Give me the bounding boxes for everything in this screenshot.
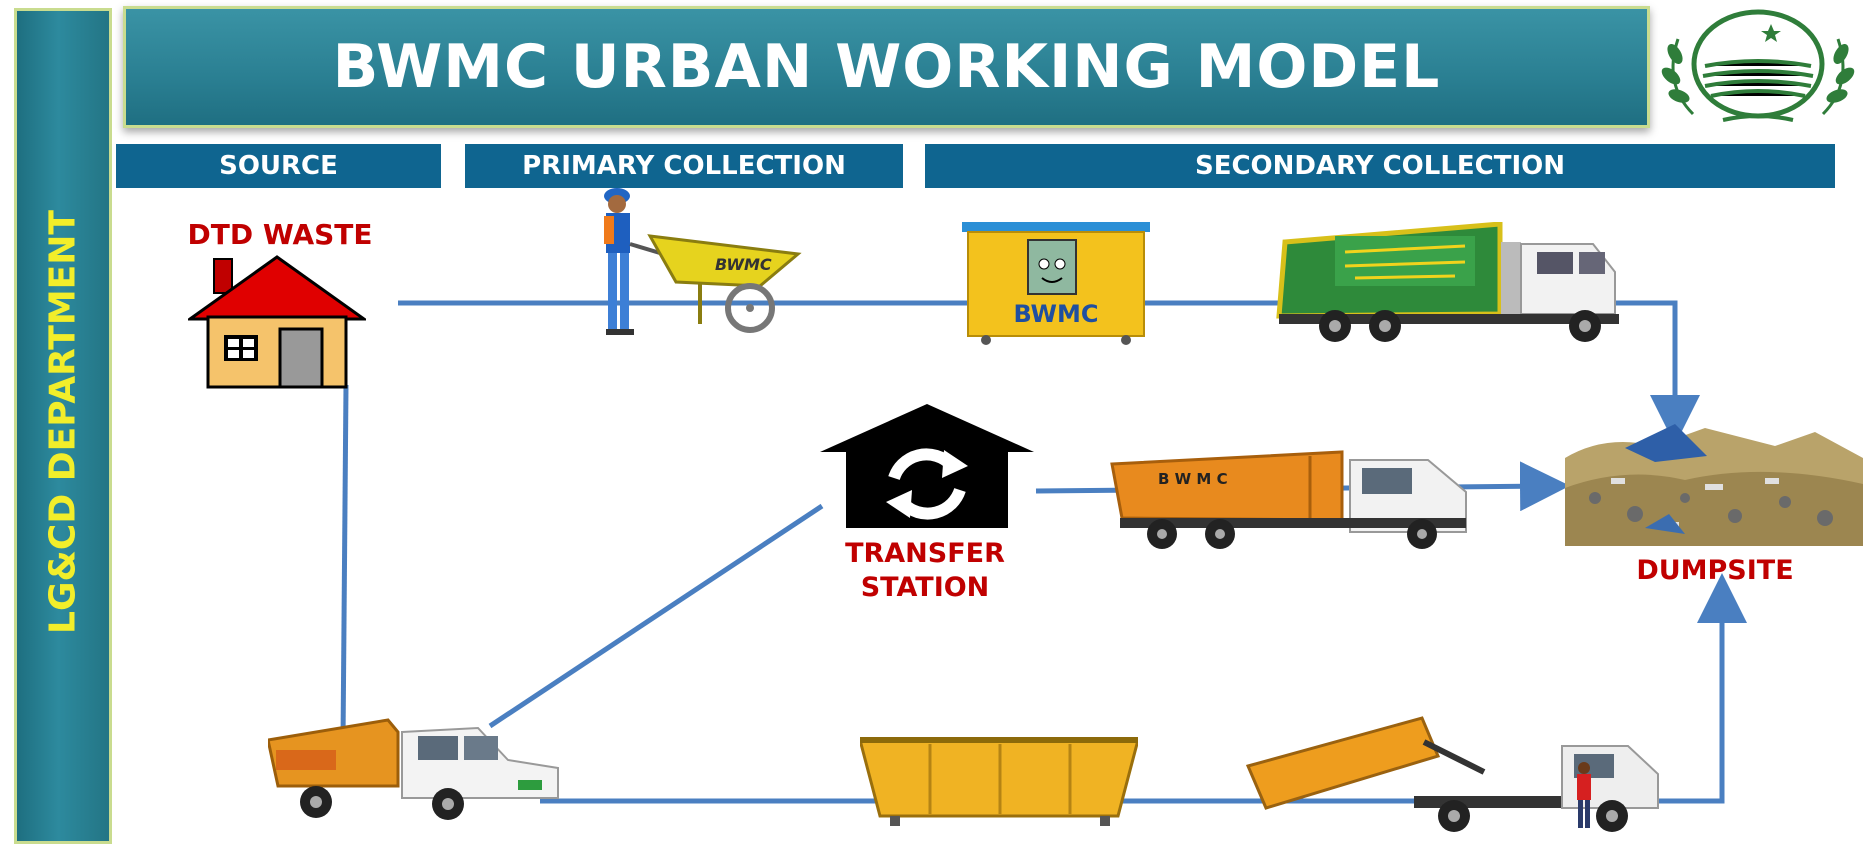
title-banner: BWMC URBAN WORKING MODEL [123, 6, 1650, 128]
flow-left-line [340, 384, 349, 743]
skip-container-icon [860, 737, 1138, 826]
house-icon [188, 255, 366, 389]
transfer-station-icon [820, 404, 1034, 528]
dumpsite-label: DUMPSITE [1636, 555, 1794, 586]
flow-top-line [398, 300, 1700, 445]
dumper-truck-icon: B W M C [1110, 450, 1467, 549]
header-source: SOURCE [116, 144, 441, 188]
waste-container-icon: BWMC [962, 222, 1150, 345]
header-primary-collection: PRIMARY COLLECTION [465, 144, 903, 188]
side-band [14, 8, 112, 844]
hook-loader-truck-icon [1245, 716, 1659, 832]
wheelbarrow-text: BWMC [715, 255, 772, 274]
dumpsite-icon [1565, 424, 1863, 546]
page-title: BWMC URBAN WORKING MODEL [332, 32, 1441, 102]
container-text: BWMC [1014, 300, 1099, 328]
flow-diagonal-line [488, 503, 824, 729]
transfer-station-label: TRANSFER STATION [810, 537, 1040, 605]
compactor-truck-icon [1276, 222, 1619, 342]
pickup-loader-icon [268, 718, 559, 820]
punjab-emblem-icon [1661, 9, 1855, 122]
header-secondary-collection: SECONDARY COLLECTION [925, 144, 1835, 188]
dtd-waste-label: DTD WASTE [187, 218, 373, 251]
transfer-station-label-line2: STATION [860, 572, 990, 603]
dumper-text: B W M C [1158, 470, 1228, 488]
transfer-station-label-line1: TRANSFER [845, 538, 1005, 569]
worker-wheelbarrow-icon: BWMC [604, 188, 802, 335]
